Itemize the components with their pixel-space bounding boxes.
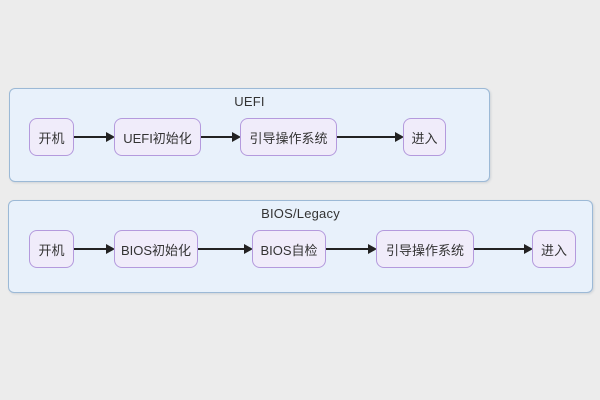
arrow-post-to-boot-os <box>326 244 377 254</box>
bios-legacy-cluster: BIOS/Legacy 开机 BIOS初始化 BIOS自检 引导操作系统 进入 <box>8 200 593 293</box>
arrow-shaft <box>201 136 234 138</box>
arrowhead-icon <box>232 132 241 142</box>
node-boot-os: 引导操作系统 <box>240 118 337 156</box>
arrow-power-to-uefi-init <box>74 132 115 142</box>
arrow-uefi-init-to-boot-os <box>201 132 241 142</box>
node-bios-post: BIOS自检 <box>252 230 326 268</box>
uefi-cluster: UEFI 开机 UEFI初始化 引导操作系统 进入 <box>9 88 490 182</box>
node-uefi-init: UEFI初始化 <box>114 118 201 156</box>
node-enter: 进入 <box>403 118 446 156</box>
arrowhead-icon <box>395 132 404 142</box>
arrowhead-icon <box>106 244 115 254</box>
node-bios-init: BIOS初始化 <box>114 230 198 268</box>
arrow-shaft <box>474 248 526 250</box>
arrow-shaft <box>198 248 246 250</box>
arrowhead-icon <box>524 244 533 254</box>
arrow-shaft <box>326 248 370 250</box>
arrow-shaft <box>337 136 397 138</box>
bios-legacy-cluster-title: BIOS/Legacy <box>261 206 340 221</box>
node-power-on: 开机 <box>29 118 74 156</box>
uefi-cluster-title: UEFI <box>234 94 265 109</box>
arrowhead-icon <box>244 244 253 254</box>
node-enter: 进入 <box>532 230 576 268</box>
arrowhead-icon <box>368 244 377 254</box>
arrow-boot-os-to-enter <box>474 244 533 254</box>
arrow-power-to-bios-init <box>74 244 115 254</box>
arrow-bios-init-to-post <box>198 244 253 254</box>
node-boot-os: 引导操作系统 <box>376 230 474 268</box>
arrowhead-icon <box>106 132 115 142</box>
arrow-shaft <box>74 136 108 138</box>
arrow-boot-os-to-enter <box>337 132 404 142</box>
arrow-shaft <box>74 248 108 250</box>
node-power-on: 开机 <box>29 230 74 268</box>
